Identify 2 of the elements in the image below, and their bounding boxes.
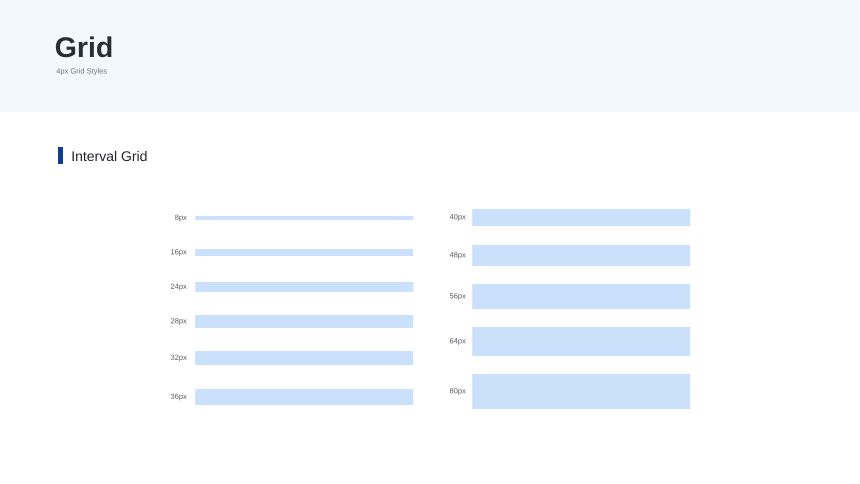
title: Grid — [56, 36, 112, 58]
section-heading: Interval Grid — [72, 150, 147, 162]
